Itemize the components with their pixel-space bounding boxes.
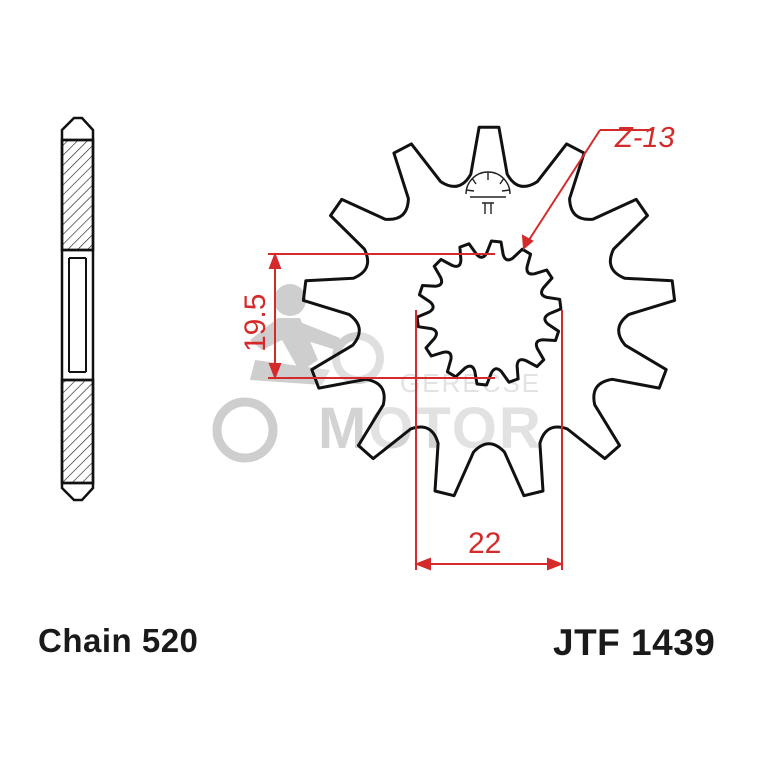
spline-diameter-label: 19.5	[239, 294, 272, 352]
tooth-count-leader	[521, 129, 652, 251]
sprocket-spline-bore	[415, 239, 563, 387]
bore-width-dimension	[414, 310, 564, 571]
side-profile	[60, 116, 95, 502]
part-number-label: JTF 1439	[553, 622, 716, 663]
brand-emblem-icon	[465, 171, 511, 214]
chain-size-label: Chain 520	[38, 622, 199, 659]
tooth-count-label: Z-13	[614, 122, 675, 154]
spline-diameter-dimension	[268, 252, 495, 380]
bore-width-label: 22	[468, 527, 501, 560]
